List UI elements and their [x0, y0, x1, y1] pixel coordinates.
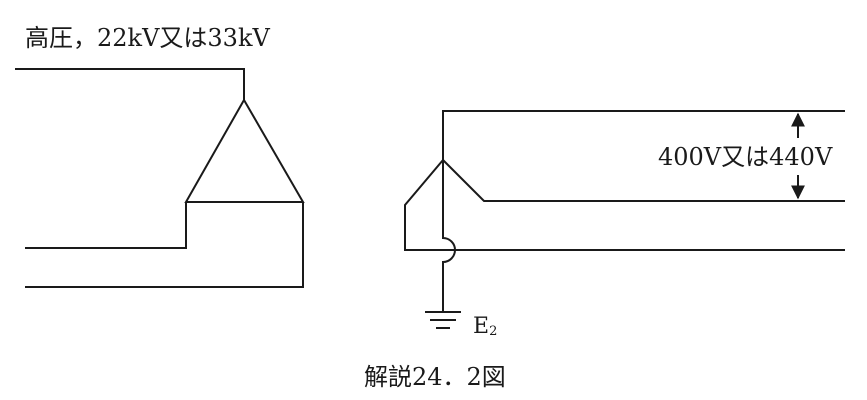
- hv-line-bottom: [25, 202, 304, 288]
- hv-label: 高圧，22kV又は33kV: [25, 24, 270, 52]
- neutral-conductor: [442, 160, 456, 312]
- ground-label-subscript: 2: [489, 324, 497, 339]
- figure-caption: 解説24．2図: [364, 363, 506, 391]
- hv-line-lower: [25, 202, 187, 249]
- lv-line-top: [442, 110, 845, 160]
- lv-label: 400V又は440V: [658, 143, 833, 171]
- ground-label-main: E: [473, 314, 489, 339]
- ground-label: E2: [473, 314, 497, 339]
- hv-supply-line: [15, 68, 245, 100]
- delta-winding: [184, 97, 305, 203]
- lv-line-middle: [442, 159, 845, 202]
- lv-line-bottom: [404, 159, 845, 251]
